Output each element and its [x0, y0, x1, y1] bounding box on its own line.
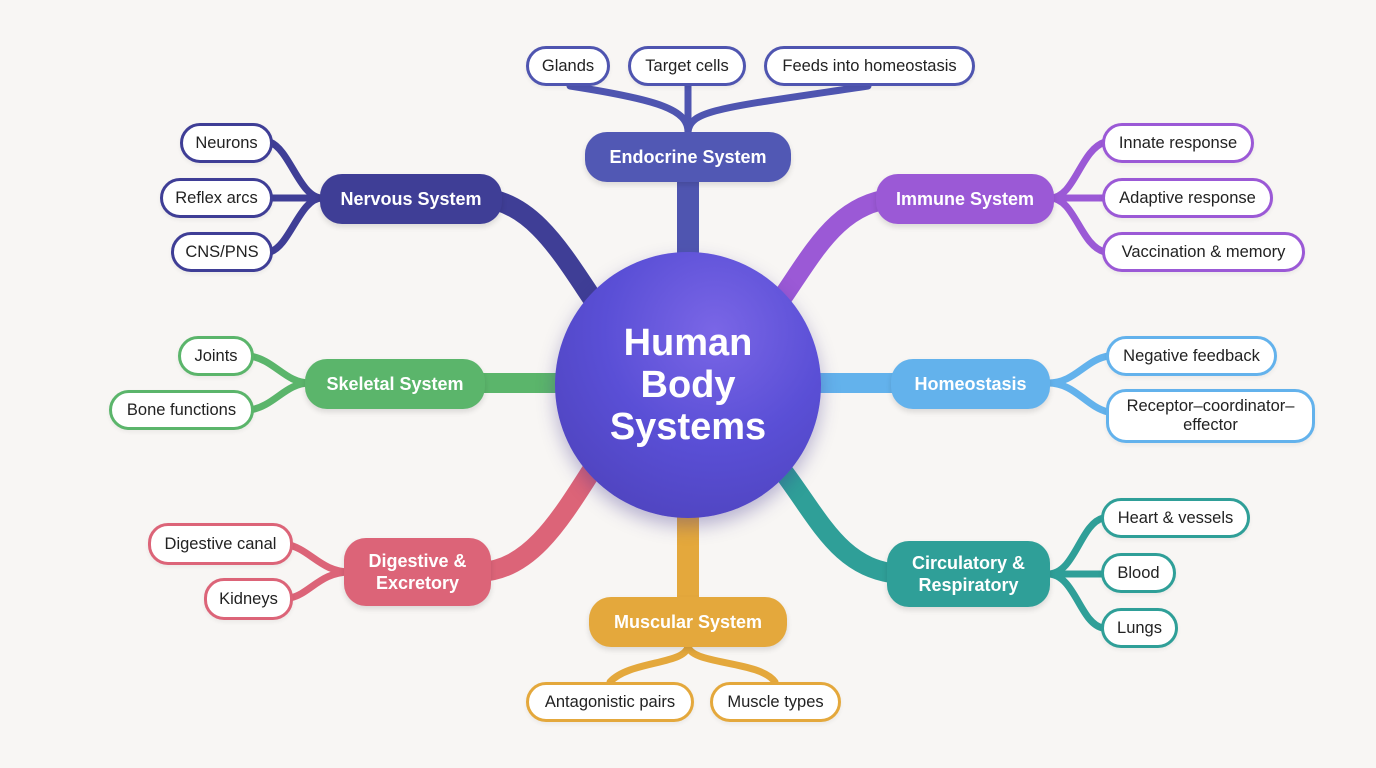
branch-circulatory-label: Circulatory & Respiratory — [911, 553, 1026, 595]
branch-digestive[interactable]: Digestive & Excretory — [344, 538, 491, 606]
branch-endocrine[interactable]: Endocrine System — [585, 132, 791, 182]
leaf-cns-pns[interactable]: CNS/PNS — [171, 232, 273, 272]
branch-nervous[interactable]: Nervous System — [320, 174, 502, 224]
branch-homeostasis-label: Homeostasis — [914, 374, 1027, 394]
leaf-negative-feedback-label: Negative feedback — [1123, 346, 1260, 365]
leaf-joints-label: Joints — [194, 346, 238, 365]
leaf-adaptive-response-label: Adaptive response — [1119, 188, 1256, 207]
center-node[interactable]: Human Body Systems — [555, 252, 821, 518]
leaf-reflex-arcs-label: Reflex arcs — [175, 188, 258, 207]
branch-endocrine-label: Endocrine System — [609, 147, 767, 167]
leaf-blood-label: Blood — [1117, 563, 1160, 582]
branch-nervous-label: Nervous System — [340, 189, 482, 209]
leaf-vaccination-memory-label: Vaccination & memory — [1121, 242, 1286, 261]
leaf-negative-feedback[interactable]: Negative feedback — [1106, 336, 1277, 376]
branch-skeletal-label: Skeletal System — [326, 374, 464, 394]
circulatory-links — [772, 460, 1107, 632]
leaf-neurons[interactable]: Neurons — [180, 123, 273, 163]
branch-circulatory[interactable]: Circulatory & Respiratory — [887, 541, 1050, 607]
leaf-digestive-canal-label: Digestive canal — [164, 534, 277, 553]
leaf-lungs-label: Lungs — [1117, 618, 1162, 637]
leaf-receptor-coordinator-effector-label: Receptor–coordinator–effector — [1126, 397, 1295, 434]
leaf-muscle-types[interactable]: Muscle types — [710, 682, 841, 722]
branch-immune[interactable]: Immune System — [876, 174, 1054, 224]
leaf-reflex-arcs[interactable]: Reflex arcs — [160, 178, 273, 218]
leaf-cns-pns-label: CNS/PNS — [185, 242, 259, 261]
branch-digestive-label: Digestive & Excretory — [368, 551, 467, 593]
leaf-neurons-label: Neurons — [195, 133, 258, 152]
muscular-links — [606, 507, 779, 686]
leaf-glands[interactable]: Glands — [526, 46, 610, 86]
leaf-bone-functions[interactable]: Bone functions — [109, 390, 254, 430]
leaf-kidneys-label: Kidneys — [219, 589, 278, 608]
branch-muscular[interactable]: Muscular System — [589, 597, 787, 647]
leaf-glands-label: Glands — [541, 56, 595, 75]
leaf-bone-functions-label: Bone functions — [126, 400, 237, 419]
center-title: Human Body Systems — [609, 322, 767, 448]
leaf-blood[interactable]: Blood — [1101, 553, 1176, 593]
leaf-vaccination-memory[interactable]: Vaccination & memory — [1102, 232, 1305, 272]
leaf-feeds-into-homeostasis[interactable]: Feeds into homeostasis — [764, 46, 975, 86]
branch-homeostasis[interactable]: Homeostasis — [891, 359, 1050, 409]
endocrine-links — [566, 82, 872, 263]
leaf-antagonistic-pairs-label: Antagonistic pairs — [544, 692, 676, 711]
leaf-innate-response[interactable]: Innate response — [1102, 123, 1254, 163]
leaf-digestive-canal[interactable]: Digestive canal — [148, 523, 293, 565]
leaf-adaptive-response[interactable]: Adaptive response — [1102, 178, 1273, 218]
leaf-feeds-into-homeostasis-label: Feeds into homeostasis — [782, 56, 957, 75]
branch-skeletal[interactable]: Skeletal System — [305, 359, 485, 409]
leaf-target-cells-label: Target cells — [645, 56, 729, 75]
leaf-target-cells[interactable]: Target cells — [628, 46, 746, 86]
leaf-muscle-types-label: Muscle types — [727, 692, 824, 711]
branch-immune-label: Immune System — [895, 189, 1035, 209]
leaf-receptor-coordinator-effector[interactable]: Receptor–coordinator–effector — [1106, 389, 1315, 443]
leaf-innate-response-label: Innate response — [1118, 133, 1238, 152]
leaf-heart-vessels-label: Heart & vessels — [1117, 508, 1234, 527]
leaf-lungs[interactable]: Lungs — [1101, 608, 1178, 648]
leaf-kidneys[interactable]: Kidneys — [204, 578, 293, 620]
leaf-joints[interactable]: Joints — [178, 336, 254, 376]
leaf-antagonistic-pairs[interactable]: Antagonistic pairs — [526, 682, 694, 722]
leaf-heart-vessels[interactable]: Heart & vessels — [1101, 498, 1250, 538]
branch-muscular-label: Muscular System — [613, 612, 763, 632]
